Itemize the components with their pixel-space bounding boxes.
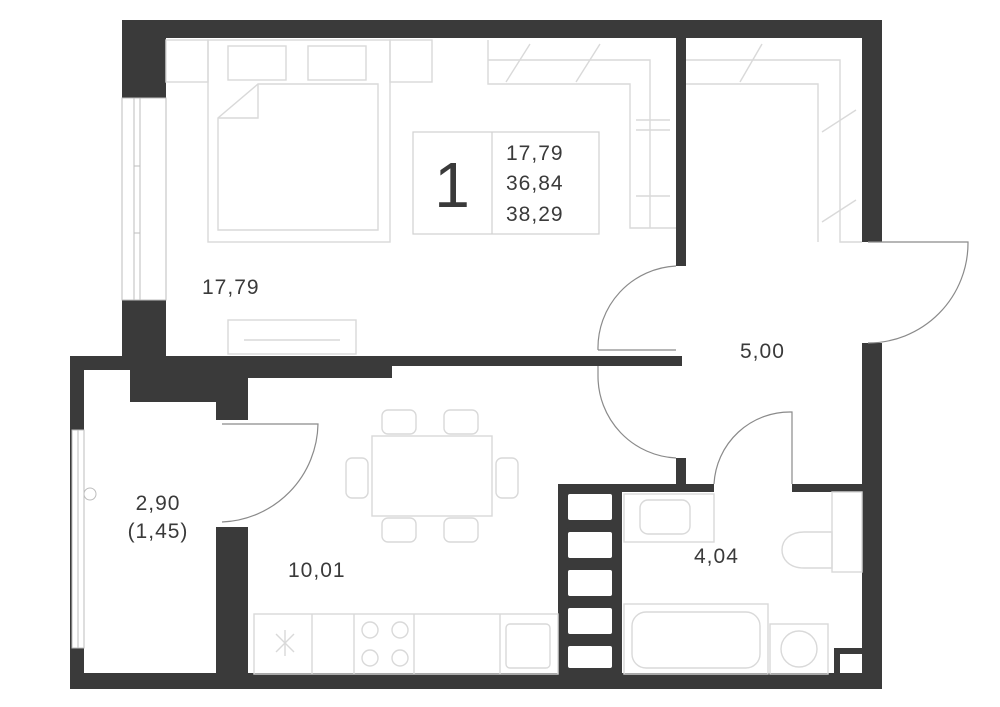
- windows: [71, 97, 167, 649]
- hall-area-label: 5,00: [740, 340, 785, 363]
- dining-table: [345, 409, 519, 543]
- bathroom-area-label: 4,04: [694, 545, 739, 568]
- summary-box: 1 17,79 36,84 38,29: [412, 131, 600, 235]
- wardrobe-hall: [686, 43, 862, 243]
- living-area: 17,79: [506, 142, 564, 165]
- loggia-area-label: 2,90: [136, 492, 181, 515]
- room-labels: 17,79 5,00 2,90 (1,45) 10,01 4,04: [128, 276, 785, 582]
- tv-stand: [227, 319, 357, 355]
- ventilation-shaft: [558, 484, 622, 676]
- total-area-with-loggia: 38,29: [506, 203, 564, 226]
- kitchen-counter: [253, 613, 559, 675]
- loggia-reduced-area-label: (1,45): [128, 520, 189, 543]
- doors: [221, 241, 969, 523]
- total-area: 36,84: [506, 172, 564, 195]
- kitchen-area-label: 10,01: [288, 559, 346, 582]
- bathroom-fixtures: [623, 491, 863, 675]
- bedroom-area-label: 17,79: [202, 276, 260, 299]
- bed: [165, 39, 433, 243]
- rooms-count: 1: [434, 149, 470, 221]
- wardrobe-bedroom: [487, 40, 676, 229]
